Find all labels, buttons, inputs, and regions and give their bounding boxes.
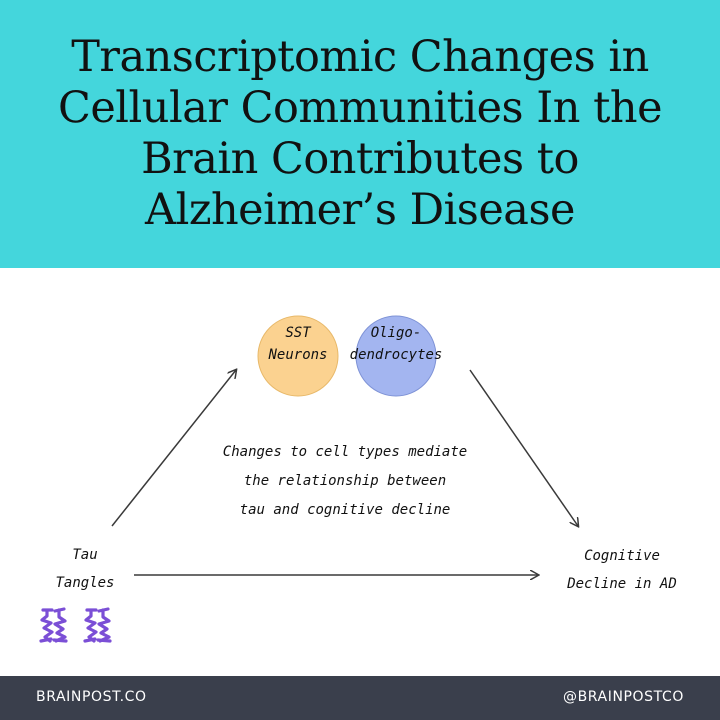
mediation-diagram: SST Neurons Oligo- dendrocytes Changes t…	[0, 268, 720, 676]
label-line: Decline in AD	[567, 576, 677, 592]
title-line: Transcriptomic Changes in	[71, 32, 649, 82]
label-line: Tangles	[55, 575, 115, 591]
mediation-text: Changes to cell types mediate the relati…	[190, 438, 500, 525]
title-line: Alzheimer’s Disease	[145, 185, 575, 235]
page-title: Transcriptomic Changes in Cellular Commu…	[15, 32, 705, 236]
tau-to-cells-arrow	[111, 370, 236, 527]
sst-neurons-circle	[257, 315, 339, 397]
mediation-line: Changes to cell types mediate	[222, 444, 468, 460]
label-line: Cognitive	[584, 548, 660, 564]
social-handle-link[interactable]: @BRAINPOSTCO	[562, 689, 684, 705]
mediation-line: the relationship between	[243, 473, 447, 489]
cells-to-decline-arrow	[469, 369, 578, 526]
title-line: Cellular Communities In the	[57, 83, 663, 133]
title-line: Brain Contributes to	[141, 134, 579, 184]
tau-tangles-label: Tau Tangles	[40, 541, 130, 597]
label-line: dendrocytes	[349, 347, 443, 363]
diagram-canvas	[39, 315, 720, 643]
tau-tangle-icon	[39, 607, 112, 643]
label-line: Oligo-	[370, 325, 422, 341]
label-line: Neurons	[268, 347, 328, 363]
oligodendrocytes-label: Oligo- dendrocytes	[336, 322, 456, 366]
label-line: Tau	[72, 547, 98, 563]
label-line: SST	[285, 325, 311, 341]
oligodendrocytes-circle	[355, 315, 437, 397]
website-link[interactable]: BRAINPOST.CO	[36, 689, 147, 705]
mediation-line: tau and cognitive decline	[239, 502, 451, 518]
footer-bar: BRAINPOST.CO @BRAINPOSTCO	[0, 676, 720, 720]
title-banner: Transcriptomic Changes in Cellular Commu…	[0, 0, 720, 268]
cognitive-decline-label: Cognitive Decline in AD	[552, 542, 692, 598]
sst-neurons-label: SST Neurons	[248, 322, 348, 366]
